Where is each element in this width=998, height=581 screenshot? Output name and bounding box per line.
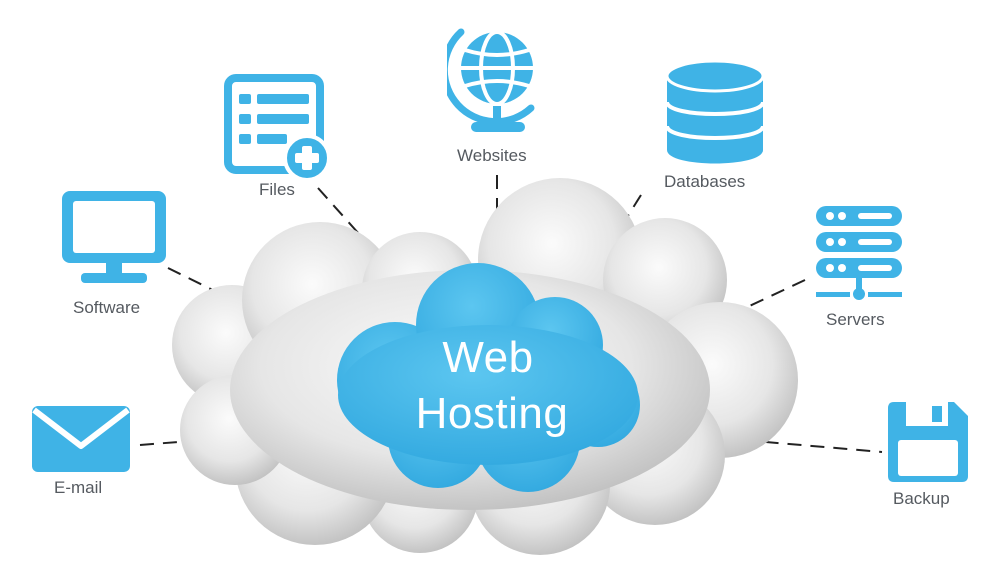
label-email: E-mail xyxy=(54,478,103,497)
center-title-line2: Hosting xyxy=(415,389,569,438)
center-cloud xyxy=(337,263,640,492)
database-icon xyxy=(665,59,765,164)
envelope-icon xyxy=(32,406,130,472)
label-databases: Databases xyxy=(664,172,746,191)
floppy-disk-icon xyxy=(888,402,968,482)
monitor-icon xyxy=(62,191,166,283)
globe-icon xyxy=(447,28,535,132)
server-rack-icon xyxy=(816,206,902,300)
label-servers: Servers xyxy=(826,310,885,329)
file-list-add-icon xyxy=(224,74,331,182)
center-title-line1: Web xyxy=(442,333,534,382)
label-software: Software xyxy=(73,298,141,317)
label-files: Files xyxy=(259,180,295,199)
label-websites: Websites xyxy=(457,146,527,165)
label-backup: Backup xyxy=(893,489,950,508)
